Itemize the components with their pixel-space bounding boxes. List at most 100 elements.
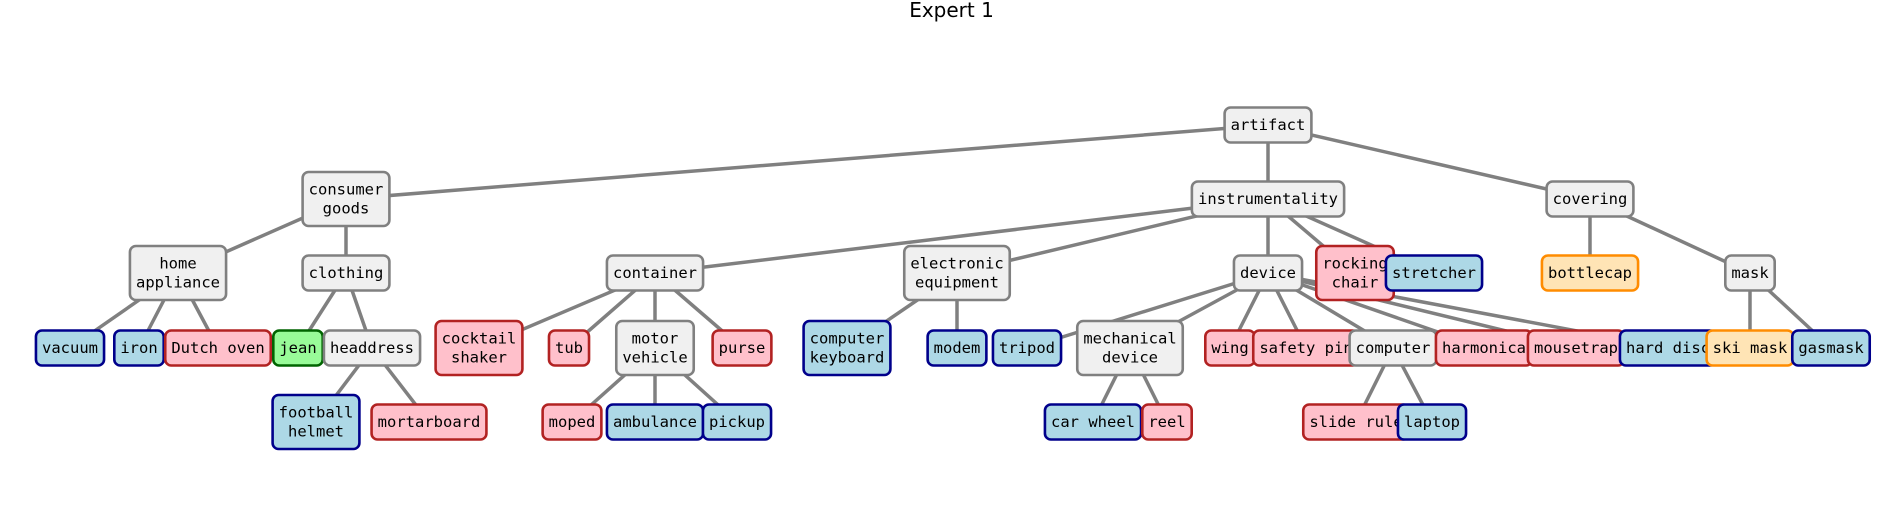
- node-label: home: [159, 255, 196, 273]
- node-container: container: [605, 254, 705, 292]
- node-box: [1396, 403, 1468, 441]
- node-label: container: [613, 264, 697, 282]
- node-box: [301, 254, 391, 292]
- node-label: bottlecap: [1548, 264, 1632, 282]
- node-pickup: pickup: [701, 403, 773, 441]
- node-modem: modem: [926, 329, 988, 367]
- node-mask: mask: [1724, 254, 1777, 292]
- node-label: pickup: [709, 413, 765, 431]
- node-covering: covering: [1545, 180, 1635, 218]
- node-ski-mask: ski mask: [1705, 329, 1795, 367]
- node-label: equipment: [915, 274, 999, 292]
- node-jean: jean: [271, 329, 324, 367]
- node-label: electronic: [910, 255, 1003, 273]
- edge-device-to-tripod: [1025, 271, 1270, 350]
- node-laptop: laptop: [1396, 403, 1468, 441]
- node-tub: tub: [547, 329, 591, 367]
- node-label: safety pin: [1259, 339, 1352, 357]
- edge-artifact-to-consumer-goods: [344, 123, 1270, 201]
- node-mortarboard: mortarboard: [370, 403, 488, 441]
- node-label: device: [1240, 264, 1296, 282]
- diagram-title: Expert 1: [909, 0, 994, 22]
- node-label: football: [279, 404, 354, 422]
- node-instrumentality: instrumentality: [1190, 180, 1346, 218]
- node-label: vehicle: [622, 349, 687, 367]
- node-label: mask: [1731, 264, 1769, 282]
- node-box: [34, 329, 106, 367]
- node-label: chair: [1332, 274, 1379, 292]
- node-label: moped: [549, 413, 596, 431]
- node-label: consumer: [309, 181, 384, 199]
- node-box: [322, 329, 422, 367]
- node-label: tub: [555, 339, 583, 357]
- node-box: [605, 254, 705, 292]
- node-box: [902, 244, 1012, 302]
- node-label: headdress: [330, 339, 414, 357]
- node-device: device: [1232, 254, 1304, 292]
- node-harmonica: harmonica: [1434, 329, 1534, 367]
- node-label: mortarboard: [378, 413, 481, 431]
- edge-artifact-to-covering: [1266, 123, 1592, 201]
- node-box: [701, 403, 773, 441]
- node-box: [1141, 403, 1194, 441]
- node-label: motor: [632, 330, 679, 348]
- node-label: shaker: [451, 349, 507, 367]
- node-label: instrumentality: [1198, 190, 1338, 208]
- node-box: [614, 319, 696, 377]
- node-label: computer: [810, 330, 885, 348]
- node-box: [1545, 180, 1635, 218]
- node-box: [1724, 254, 1777, 292]
- node-box: [1232, 254, 1304, 292]
- node-label: cocktail: [442, 330, 517, 348]
- node-computer: computer: [1348, 329, 1438, 367]
- node-gasmask: gasmask: [1790, 329, 1872, 367]
- node-car-wheel: car wheel: [1043, 403, 1143, 441]
- node-box: [541, 403, 603, 441]
- node-label: modem: [934, 339, 981, 357]
- node-label: tripod: [999, 339, 1055, 357]
- node-headdress: headdress: [322, 329, 422, 367]
- node-box: [301, 170, 391, 228]
- node-label: gasmask: [1798, 339, 1864, 357]
- node-box: [1540, 254, 1640, 292]
- node-box: [271, 393, 361, 451]
- node-label: mechanical: [1083, 330, 1176, 348]
- node-moped: moped: [541, 403, 603, 441]
- node-clothing: clothing: [301, 254, 391, 292]
- node-label: hard disc: [1626, 339, 1710, 357]
- node-box: [711, 329, 773, 367]
- node-label: ambulance: [613, 413, 697, 431]
- node-wing: wing: [1204, 329, 1257, 367]
- node-label: appliance: [136, 274, 220, 292]
- node-label: laptop: [1404, 413, 1460, 431]
- node-label: keyboard: [810, 349, 885, 367]
- node-label: slide rule: [1309, 413, 1402, 431]
- node-slide-rule: slide rule: [1301, 403, 1411, 441]
- node-box: [128, 244, 228, 302]
- node-label: clothing: [309, 264, 384, 282]
- node-mousetrap: mousetrap: [1526, 329, 1626, 367]
- node-safety-pin: safety pin: [1251, 329, 1361, 367]
- node-box: [1384, 254, 1484, 292]
- node-box: [434, 319, 524, 377]
- node-box: [926, 329, 988, 367]
- node-label: Dutch oven: [171, 339, 264, 357]
- node-purse: purse: [711, 329, 773, 367]
- node-hard-disc: hard disc: [1618, 329, 1718, 367]
- node-dutch-oven: Dutch oven: [163, 329, 273, 367]
- node-label: jean: [279, 339, 316, 357]
- node-box: [1190, 180, 1346, 218]
- node-label: computer: [1356, 339, 1431, 357]
- node-vacuum: vacuum: [34, 329, 106, 367]
- node-label: iron: [120, 339, 157, 357]
- node-label: rocking: [1322, 255, 1387, 273]
- node-box: [1790, 329, 1872, 367]
- node-label: car wheel: [1051, 413, 1135, 431]
